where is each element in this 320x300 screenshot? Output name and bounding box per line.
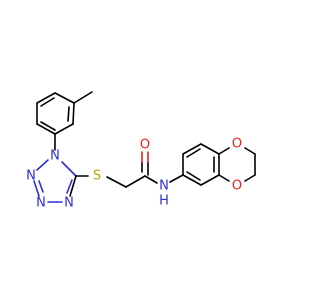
bond-tol-2 bbox=[54, 123, 74, 135]
bond-dx-2 bbox=[244, 147, 256, 155]
atom-h-amide: H bbox=[159, 194, 169, 209]
bond-tz-1 bbox=[61, 161, 77, 177]
bond-tol-inner-2 bbox=[40, 121, 56, 131]
bond-dx-5 bbox=[218, 174, 230, 182]
bond-bz-3 bbox=[200, 143, 220, 155]
bond-bz-2 bbox=[182, 143, 202, 155]
bond-tol-3 bbox=[36, 123, 56, 135]
atom-o-dioxane-top: O bbox=[232, 137, 242, 152]
atom-o-dioxane-bottom: O bbox=[232, 179, 242, 194]
bond-tz-7 bbox=[36, 159, 49, 171]
atom-o-carbonyl: O bbox=[140, 138, 150, 153]
atom-n-tz3: N bbox=[36, 196, 46, 211]
bond-dx-1 bbox=[218, 147, 230, 155]
dioxane-ring bbox=[218, 147, 256, 182]
bond-tz-3 bbox=[66, 179, 73, 194]
bond-dx-4 bbox=[244, 174, 256, 182]
bond-bz-5 bbox=[200, 174, 220, 186]
bond-tol-inner-3 bbox=[40, 97, 55, 107]
atom-nh-amide: N bbox=[159, 179, 169, 194]
atom-n-tz1: N bbox=[50, 149, 60, 164]
bond-tol-6 bbox=[54, 92, 75, 104]
benzodioxane-benzene-ring bbox=[182, 143, 220, 186]
bond-c-nh bbox=[144, 175, 158, 184]
tolyl-ring bbox=[36, 92, 75, 135]
bond-bz-inner-3 bbox=[186, 171, 201, 181]
atom-n-tz4: N bbox=[64, 196, 74, 211]
atom-n-tz2: N bbox=[26, 169, 36, 184]
bond-s-ch2 bbox=[106, 176, 127, 188]
bond-tz-5 bbox=[33, 180, 40, 197]
bond-methyl bbox=[73, 91, 93, 104]
bond-tz-2 bbox=[69, 175, 77, 197]
bond-tol-inner-1 bbox=[67, 106, 70, 122]
bond-ch2-co bbox=[125, 175, 146, 188]
tetrazole-ring bbox=[33, 159, 77, 203]
bond-nh-ring bbox=[169, 174, 184, 183]
molecule-structure-diagram: N N N N S O N H O O bbox=[26, 91, 256, 211]
bond-tol-1 bbox=[72, 102, 75, 125]
bond-bz-6 bbox=[182, 174, 202, 186]
bond-tz-6 bbox=[38, 180, 44, 193]
bond-tol-5 bbox=[36, 92, 56, 104]
bond-bz-inner-1 bbox=[186, 148, 201, 158]
atom-s-thio: S bbox=[93, 169, 101, 184]
